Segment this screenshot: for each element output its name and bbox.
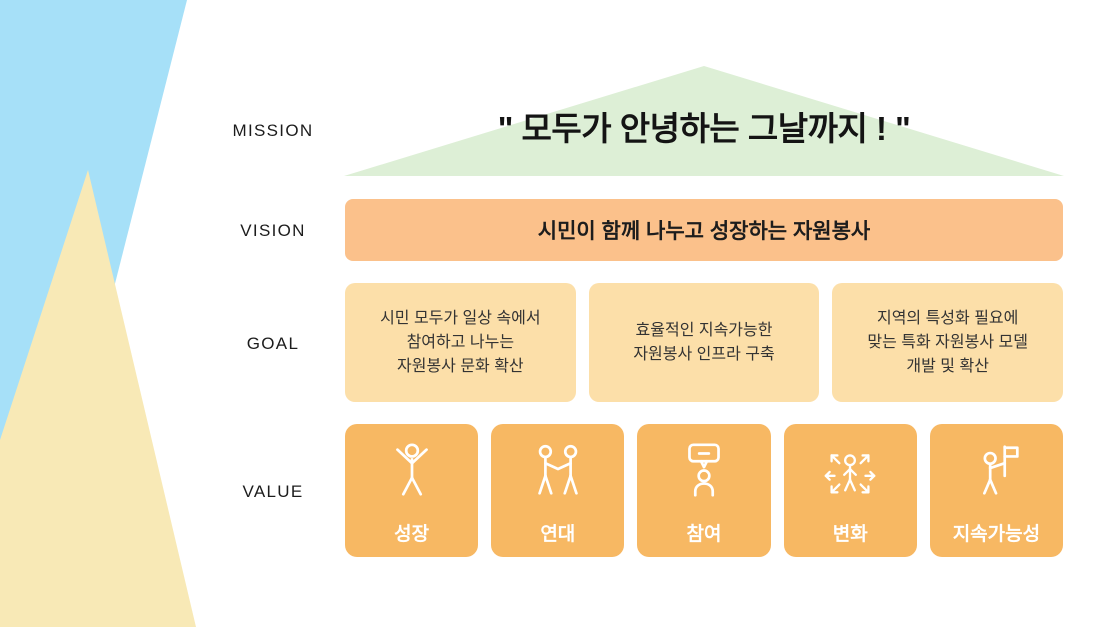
value-card-sustainability: 지속가능성: [929, 424, 1064, 557]
value-label: 참여: [686, 524, 722, 545]
value-label: 연대: [540, 524, 576, 545]
mission-roof-shape: [344, 66, 1064, 176]
goal-card-text: 효율적인 지속가능한 자원봉사 인프라 구축: [633, 321, 775, 363]
goal-card-infrastructure: 효율적인 지속가능한 자원봉사 인프라 구축: [588, 283, 820, 402]
value-label: 성장: [394, 524, 430, 545]
people-handshake-icon: [538, 444, 578, 495]
value-card-growth: 성장: [345, 424, 479, 557]
value-row-label: VALUE: [242, 482, 304, 501]
value-label: 지속가능성: [952, 524, 1041, 545]
vision-statement: 시민이 함께 나누고 성장하는 자원봉사: [537, 220, 871, 243]
mission-row-label: MISSION: [232, 121, 314, 140]
goal-row-label: GOAL: [246, 334, 300, 353]
value-card-solidarity: 연대: [491, 424, 625, 557]
mission-statement: " 모두가 안녕하는 그날까지 ! ": [497, 110, 911, 147]
person-arrows-out-icon: [824, 454, 876, 494]
goal-card-local-model: 지역의 특성화 필요에 맞는 특화 자원봉사 모델 개발 및 확산: [832, 283, 1064, 402]
value-card-participation: 참여: [637, 424, 771, 557]
value-card-change: 변화: [783, 424, 917, 557]
person-speech-bubble-icon: [688, 443, 720, 497]
vision-bar: 시민이 함께 나누고 성장하는 자원봉사: [345, 199, 1063, 261]
vision-row-label: VISION: [240, 221, 306, 240]
value-cards-row: 성장 연대 참여: [345, 424, 1064, 557]
value-label: 변화: [832, 524, 868, 545]
person-flag-icon: [983, 445, 1020, 495]
goal-card-text: 지역의 특성화 필요에 맞는 특화 자원봉사 모델 개발 및 확산: [867, 309, 1028, 375]
goal-card-culture: 시민 모두가 일상 속에서 참여하고 나누는 자원봉사 문화 확산: [345, 283, 576, 402]
goal-card-text: 시민 모두가 일상 속에서 참여하고 나누는 자원봉사 문화 확산: [380, 309, 541, 375]
goal-cards-row: 시민 모두가 일상 속에서 참여하고 나누는 자원봉사 문화 확산 효율적인 지…: [345, 283, 1064, 402]
yellow-triangle-decoration: [0, 170, 196, 627]
person-arms-raised-icon: [395, 443, 428, 496]
